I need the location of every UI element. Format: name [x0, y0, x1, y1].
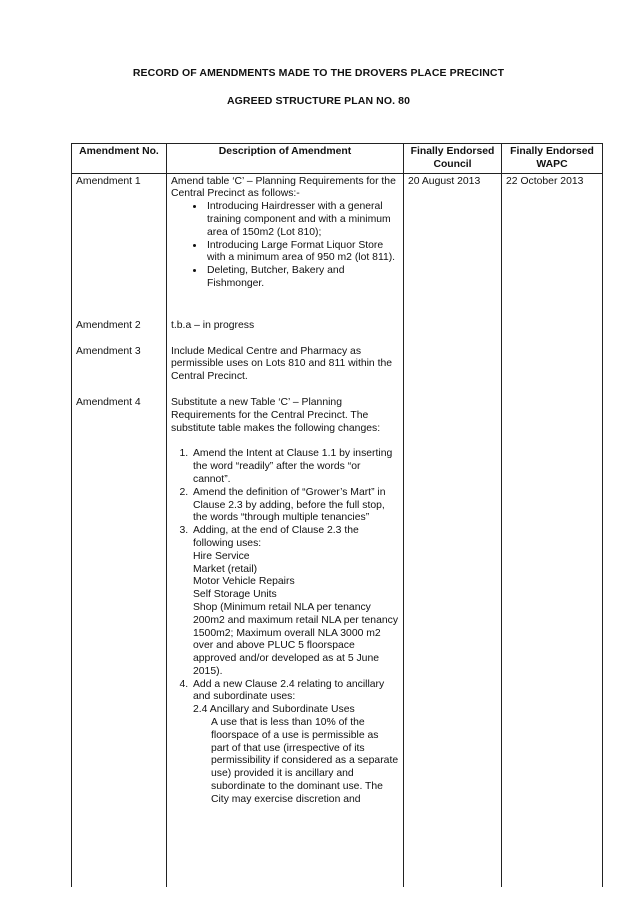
- list-item: Amend the Intent at Clause 1.1 by insert…: [191, 448, 399, 486]
- use-item: Market (retail): [193, 563, 258, 575]
- amendment-2-council: [403, 319, 502, 346]
- table-header-row: Amendment No. Description of Amendment F…: [71, 143, 603, 174]
- list-item: Adding, at the end of Clause 2.3 the fol…: [191, 525, 399, 679]
- use-item: Motor Vehicle Repairs: [193, 576, 295, 588]
- amendments-table: Amendment No. Description of Amendment F…: [71, 143, 603, 887]
- amendment-4-items: Amend the Intent at Clause 1.1 by insert…: [171, 448, 399, 806]
- list-item: Deleting, Butcher, Bakery and Fishmonger…: [205, 265, 399, 291]
- amendment-4-intro: Substitute a new Table ‘C’ – Planning Re…: [171, 396, 381, 434]
- amendment-4-council: [403, 396, 502, 887]
- amendment-3-text: Include Medical Centre and Pharmacy as p…: [171, 345, 393, 383]
- amendment-3-wapc: [501, 345, 603, 397]
- amendment-4-no: Amendment 4: [71, 396, 167, 887]
- document-title: RECORD OF AMENDMENTS MADE TO THE DROVERS…: [132, 67, 505, 79]
- clause-2-4-text: A use that is less than 10% of the floor…: [211, 717, 399, 805]
- amendment-3-no: Amendment 3: [71, 345, 167, 397]
- amendment-1-wapc: 22 October 2013: [501, 172, 603, 320]
- header-wapc: Finally Endorsed WAPC: [501, 143, 603, 174]
- amendment-4-description: Substitute a new Table ‘C’ – Planning Re…: [166, 396, 404, 887]
- amendment-4-wapc: [501, 396, 603, 887]
- use-item: Hire Service: [193, 550, 250, 562]
- header-council: Finally Endorsed Council: [403, 143, 502, 174]
- use-item: Self Storage Units: [193, 589, 277, 601]
- amendment-1-no: Amendment 1: [71, 172, 167, 320]
- amendment-1-intro: Amend table ‘C’ – Planning Requirements …: [171, 175, 396, 200]
- amendment-1-council: 20 August 2013: [403, 172, 502, 320]
- amendment-1-description: Amend table ‘C’ – Planning Requirements …: [166, 172, 404, 320]
- list-item: Introducing Large Format Liquor Store wi…: [205, 240, 399, 266]
- table-row-amendment-3: Amendment 3 Include Medical Centre and P…: [71, 345, 603, 397]
- document-subtitle: AGREED STRUCTURE PLAN NO. 80: [226, 95, 411, 107]
- table-row-amendment-4: Amendment 4 Substitute a new Table ‘C’ –…: [71, 396, 603, 887]
- amendment-3-council: [403, 345, 502, 397]
- list-item: Amend the definition of “Grower’s Mart” …: [191, 487, 399, 525]
- amendment-1-bullets: Introducing Hairdresser with a general t…: [171, 201, 399, 291]
- table-row-amendment-1: Amendment 1 Amend table ‘C’ – Planning R…: [71, 172, 603, 320]
- list-item: Introducing Hairdresser with a general t…: [205, 201, 399, 239]
- uses-list: Hire Service Market (retail) Motor Vehic…: [193, 551, 399, 679]
- amendment-2-no: Amendment 2: [71, 319, 167, 346]
- clause-2-4-heading: 2.4 Ancillary and Subordinate Uses: [193, 704, 355, 716]
- amendment-2-text: t.b.a – in progress: [171, 319, 255, 331]
- amendment-2-wapc: [501, 319, 603, 346]
- table-row-amendment-2: Amendment 2 t.b.a – in progress: [71, 319, 603, 346]
- amendment-2-description: t.b.a – in progress: [166, 319, 404, 346]
- list-item: Add a new Clause 2.4 relating to ancilla…: [191, 679, 399, 807]
- header-description: Description of Amendment: [166, 143, 404, 174]
- item-4-text: Add a new Clause 2.4 relating to ancilla…: [193, 678, 385, 703]
- item-3-text: Adding, at the end of Clause 2.3 the fol…: [193, 525, 359, 549]
- use-item: Shop (Minimum retail NLA per tenancy 200…: [193, 601, 399, 677]
- header-amendment-no: Amendment No.: [71, 143, 167, 174]
- amendment-3-description: Include Medical Centre and Pharmacy as p…: [166, 345, 404, 397]
